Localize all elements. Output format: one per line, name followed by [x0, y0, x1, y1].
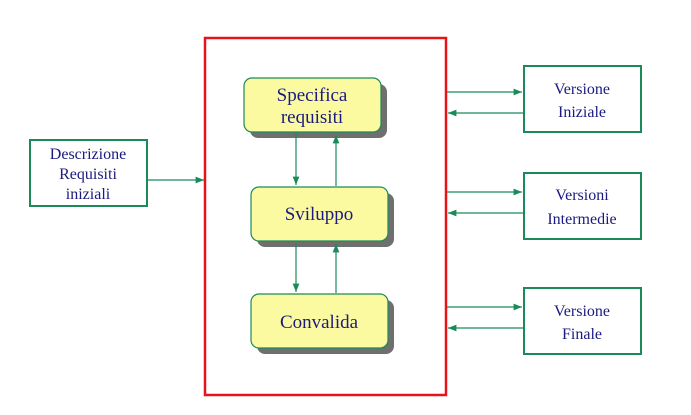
input-box-line-1: Descrizione	[50, 146, 126, 163]
output-box-versione-iniziale: Versione Iniziale	[523, 65, 642, 133]
output-2-line-1: Versioni	[555, 187, 609, 204]
output-3-line-1: Versione	[554, 303, 610, 320]
output-3-line-2: Finale	[562, 326, 602, 343]
step-specifica-requisiti: Specifica requisiti	[243, 77, 387, 138]
output-1-line-2: Iniziale	[558, 104, 606, 121]
specifica-line-2: requisiti	[281, 107, 343, 128]
input-box-descrizione-requisiti: Descrizione Requisiti iniziali	[29, 139, 148, 207]
step-sviluppo: Sviluppo	[250, 186, 394, 247]
input-box-line-2: Requisiti	[59, 166, 117, 183]
input-box-line-3: iniziali	[66, 186, 111, 203]
step-convalida: Convalida	[250, 293, 394, 354]
convalida-label: Convalida	[280, 312, 359, 333]
sviluppo-label: Sviluppo	[285, 204, 354, 225]
output-1-line-1: Versione	[554, 81, 610, 98]
specifica-line-1: Specifica	[277, 85, 348, 106]
process-container	[203, 36, 448, 397]
output-2-line-2: Intermedie	[547, 211, 616, 228]
output-box-versione-finale: Versione Finale	[523, 287, 642, 355]
output-box-versioni-intermedie: Versioni Intermedie	[523, 172, 642, 240]
